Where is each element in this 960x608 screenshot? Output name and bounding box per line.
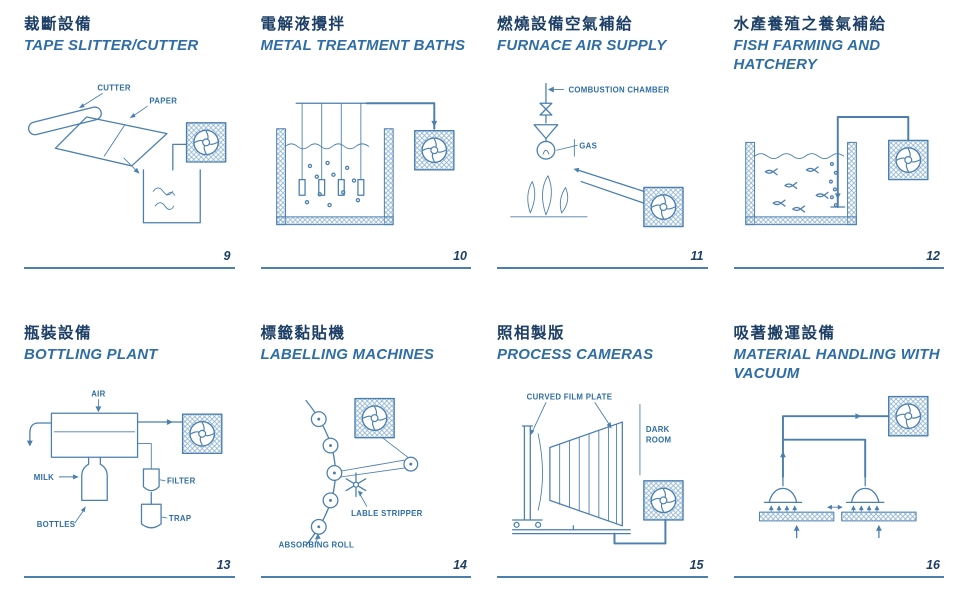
label-film-plate: CURVED FILM PLATE [527, 393, 613, 402]
label-trap: TRAP [169, 514, 191, 523]
tank-wall [275, 128, 286, 226]
item-number: 16 [926, 558, 940, 572]
bubbles [304, 160, 360, 208]
app-card-bottling: 瓶裝設備 BOTTLING PLANT AIR MILK BOTTLES FIL… [24, 323, 235, 578]
blower-unit-icon [887, 139, 929, 181]
vacuum-head-right [845, 476, 884, 503]
blower-unit-icon [185, 122, 227, 163]
vacuum-head-left [763, 476, 802, 503]
app-card-furnace: 燃燒設備空氣補給 FURNACE AIR SUPPLY COMBUSTION C… [497, 14, 708, 269]
bottle [81, 456, 108, 502]
title-en: PROCESS CAMERAS [497, 346, 654, 363]
bubbles [828, 161, 838, 208]
item-number: 13 [216, 558, 231, 572]
item-number: 9 [223, 249, 231, 263]
app-card-fish-farming: 水產養殖之養氣補給 FISH FARMING AND HATCHERY [733, 14, 944, 269]
item-number: 12 [926, 249, 940, 263]
diagram-material-handling-vacuum [758, 395, 929, 539]
page-item-number: 13 [24, 557, 235, 578]
trap-vessel [140, 503, 162, 529]
label-room: ROOM [646, 436, 672, 445]
title-zh: 瓶裝設備 [24, 325, 93, 342]
catalog-page: 裁斷設備 TAPE SLITTER/CUTTER CUTTER PAPER 9 [24, 14, 944, 578]
title-zh: 水產養殖之養氣補給 [733, 16, 887, 33]
label-cutter: CUTTER [97, 84, 131, 93]
label-bottles: BOTTLES [37, 520, 76, 529]
title-en: TAPE SLITTER/CUTTER [24, 37, 199, 54]
title-en: BOTTLING PLANT [24, 346, 158, 363]
load-slab [840, 511, 917, 522]
stripper-star [345, 472, 366, 498]
diagram-bottling-plant: AIR MILK BOTTLES FILTER TRAP [26, 390, 223, 529]
page-item-number: 16 [733, 557, 944, 578]
title-zh: 標籤黏貼機 [260, 325, 346, 342]
label-absorbing-roll: ABSORBING ROLL [278, 540, 353, 549]
title-zh: 照相製版 [497, 325, 566, 342]
label-combustion-chamber: COMBUSTION CHAMBER [568, 85, 669, 94]
blower-unit-icon [643, 480, 684, 521]
app-card-tape-slitter: 裁斷設備 TAPE SLITTER/CUTTER CUTTER PAPER 9 [24, 14, 235, 269]
label-stripper: LABLE STRIPPER [351, 509, 423, 518]
blower-unit-icon [887, 395, 929, 437]
item-number: 14 [453, 558, 467, 572]
label-filter: FILTER [167, 477, 196, 486]
diagram-furnace-air-supply: COMBUSTION CHAMBER GAS [510, 83, 684, 228]
item-number: 11 [690, 249, 704, 263]
app-card-labelling: 標籤黏貼機 LABELLING MACHINES [260, 323, 471, 578]
rollers [310, 411, 342, 535]
tank-wall [744, 141, 755, 226]
flame [527, 175, 569, 216]
label-air: AIR [91, 390, 105, 399]
page-item-number: 12 [733, 248, 944, 269]
label-dark: DARK [646, 425, 670, 434]
diagram-process-cameras: CURVED FILM PLATE DARK ROOM [512, 393, 684, 545]
title-zh: 燃燒設備空氣補給 [497, 16, 634, 33]
diagram-fish-farming-hatchery [744, 115, 929, 226]
film-plate [537, 433, 543, 511]
scrap-bin [142, 169, 201, 224]
page-item-number: 15 [497, 557, 708, 578]
app-card-metal-baths: 電解液攪拌 METAL TREATMENT BATHS 10 [260, 14, 471, 269]
blower-unit-icon [413, 129, 455, 171]
valve [539, 102, 553, 116]
title-en: MATERIAL HANDLING WITH VACUUM [733, 346, 940, 382]
app-card-process-cameras: 照相製版 PROCESS CAMERAS CURVED FILM PLATE [497, 323, 708, 578]
diagram-metal-treatment-baths [275, 102, 455, 226]
item-number: 15 [689, 558, 704, 572]
page-item-number: 9 [24, 248, 235, 269]
diagram-tape-slitter-cutter: CUTTER PAPER [28, 84, 227, 224]
suction-arrows [768, 505, 879, 512]
blower-unit-icon [643, 186, 684, 228]
item-number: 10 [453, 249, 467, 263]
diagram-labelling-machines: LABLE STRIPPER ABSORBING ROLL [278, 397, 423, 549]
page-item-number: 11 [497, 248, 708, 269]
app-card-material-handling: 吸著搬運設備 MATERIAL HANDLING WITH VACUUM [733, 323, 944, 578]
title-zh: 裁斷設備 [24, 16, 93, 33]
electrodes [301, 102, 361, 188]
filter-vessel [142, 468, 160, 492]
title-en: LABELLING MACHINES [260, 346, 435, 363]
load-slab [758, 511, 834, 522]
label-milk: MILK [34, 473, 54, 482]
milk-tank [50, 412, 139, 458]
paper-sheet [54, 116, 168, 167]
title-zh: 吸著搬運設備 [733, 325, 836, 342]
blower-unit-icon [181, 413, 223, 455]
camera-stand [512, 425, 543, 528]
page-item-number: 14 [260, 557, 471, 578]
roller [28, 106, 102, 136]
bellows [549, 421, 623, 527]
blower-unit-icon [353, 397, 395, 439]
title-en: FURNACE AIR SUPPLY [497, 37, 667, 54]
title-en: FISH FARMING AND HATCHERY [733, 37, 881, 73]
fish [764, 166, 829, 213]
title-en: METAL TREATMENT BATHS [260, 37, 466, 54]
label-gas: GAS [579, 141, 597, 150]
burner-nozzle [533, 124, 559, 140]
label-paper: PAPER [149, 96, 177, 105]
title-zh: 電解液攪拌 [260, 16, 346, 33]
page-item-number: 10 [260, 248, 471, 269]
